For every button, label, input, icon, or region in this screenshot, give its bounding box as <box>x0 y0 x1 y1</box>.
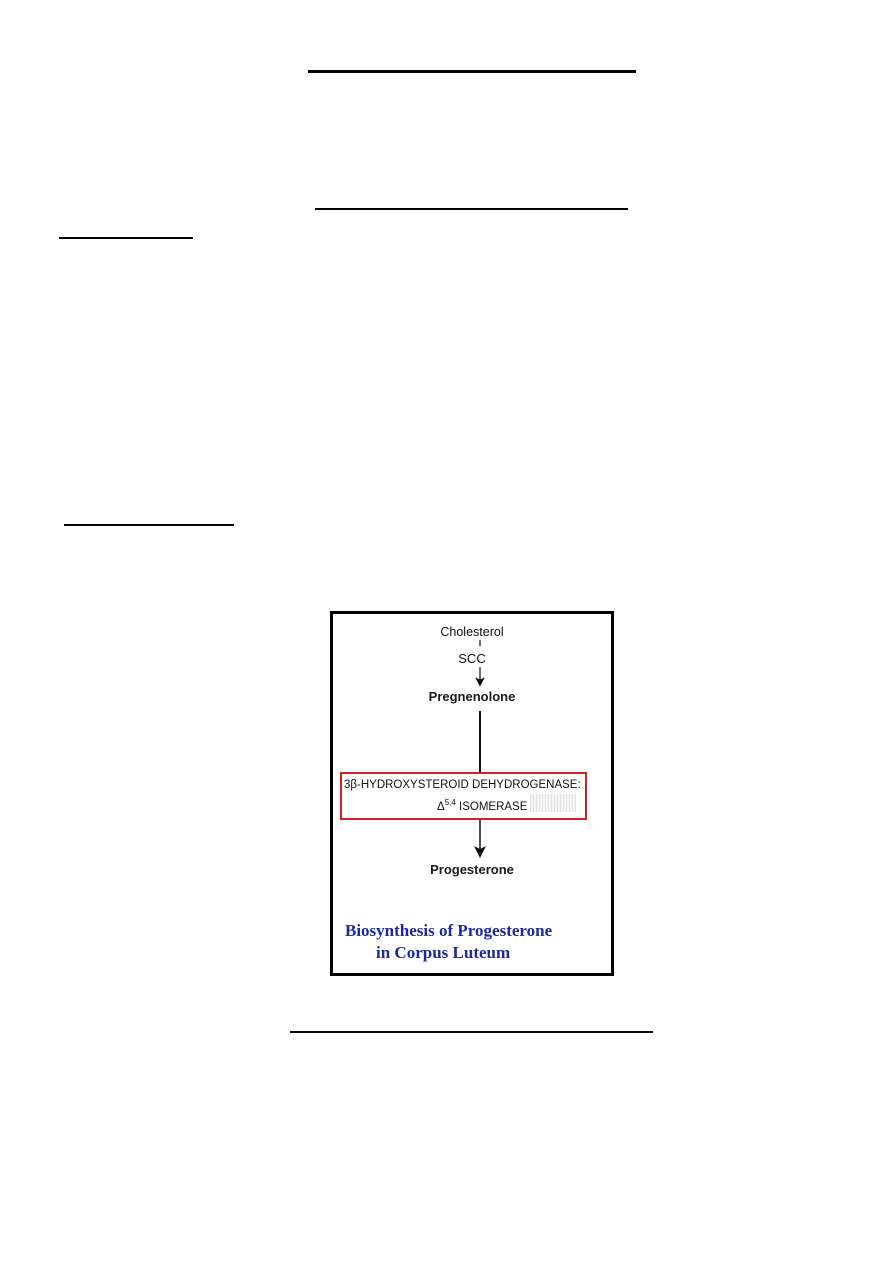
figure-caption-line2: in Corpus Luteum <box>376 943 511 962</box>
section-underline-2 <box>64 524 234 526</box>
enzyme-name-line2: Δ5,4 ISOMERASE <box>437 798 527 813</box>
enzyme-name-line1: 3β-HYDROXYSTEROID DEHYDROGENASE: <box>344 779 581 791</box>
cholesterol-label: Cholesterol <box>440 625 504 639</box>
scan-noise <box>530 794 576 812</box>
progesterone-biosynthesis-figure: Cholesterol SCC Pregnenolone 3β-HYDROXYS… <box>330 611 614 976</box>
delta-superscript: 5,4 <box>444 798 456 807</box>
pathway-arrows <box>474 640 486 858</box>
delta-symbol: Δ <box>437 800 445 813</box>
isomerase-text: ISOMERASE <box>455 800 528 813</box>
heading-underline-2 <box>315 208 628 210</box>
heading-underline-1 <box>308 70 636 73</box>
enzyme-highlight-box: 3β-HYDROXYSTEROID DEHYDROGENASE: Δ5,4 IS… <box>340 772 587 820</box>
progesterone-label: Progesterone <box>430 862 514 877</box>
scc-label: SCC <box>458 651 486 666</box>
figure-caption-line1: Biosynthesis of Progesterone <box>345 921 553 940</box>
section-underline-1 <box>59 237 193 239</box>
pregnenolone-label: Pregnenolone <box>428 689 516 704</box>
heading-underline-3 <box>290 1031 653 1033</box>
